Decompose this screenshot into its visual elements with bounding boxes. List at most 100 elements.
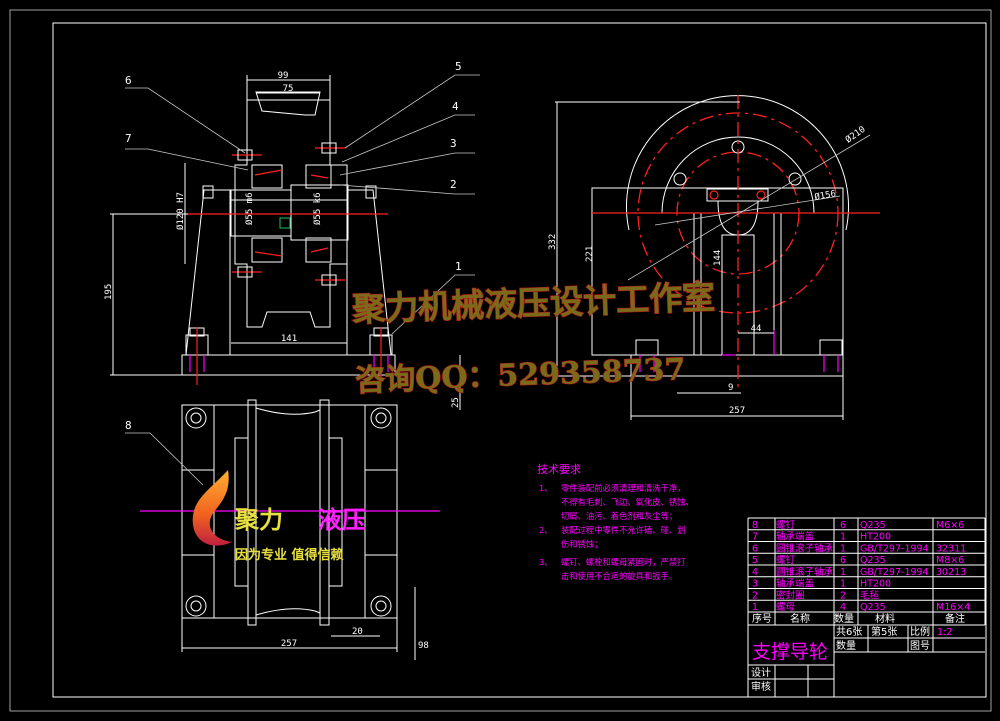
- bom-cell-note: M8×6: [936, 555, 964, 566]
- header-no: 序号: [752, 612, 772, 625]
- bom-cell-qty: 1: [840, 543, 846, 554]
- bom-cell-name: 轴承端盖: [776, 578, 815, 590]
- bom-cell-no: 1: [752, 602, 758, 613]
- req-1-line-1: 零件装配前必须清理和清洗干净，: [561, 483, 685, 493]
- bom-cell-name: 圆锥滚子轴承: [776, 566, 834, 578]
- part-label-1: 1: [455, 260, 462, 273]
- dim-257-side: 257: [729, 406, 745, 416]
- watermark-contact: 咨询QQ：529358737: [355, 352, 686, 399]
- req-1-num: 1、: [539, 483, 553, 493]
- bom-cell-material: Q235: [860, 555, 886, 566]
- outer-frame: [9, 9, 992, 712]
- bom-cell-material: Q235: [860, 602, 886, 613]
- bom-cell-qty: 1: [840, 567, 846, 578]
- req-2-num: 2、: [539, 525, 553, 535]
- req-2-line-1: 装配过程中零件不允许磕、碰、划: [561, 525, 685, 535]
- logo: 聚力 液压 因为专业 值得信赖: [192, 470, 366, 563]
- part-label-3: 3: [450, 137, 457, 150]
- dim-outer-dia: Ø210: [843, 124, 867, 145]
- req-1-line-2: 不得有毛刺、飞边、氧化皮、锈蚀、: [561, 497, 694, 507]
- bom-cell-note: M16×4: [936, 602, 970, 613]
- bom-cell-no: 4: [752, 567, 758, 578]
- bom-cell-qty: 6: [840, 555, 846, 566]
- req-3-num: 3、: [539, 557, 553, 567]
- bom-cell-qty: 1: [840, 579, 846, 590]
- bom-cell-name: 螺钉: [776, 520, 796, 531]
- part-label-8: 8: [125, 419, 132, 432]
- drawing-no-label: 图号: [910, 640, 930, 652]
- bom-cell-note: M6×6: [936, 520, 964, 531]
- dim-25: 25: [451, 397, 461, 408]
- dim-shaft-right: Ø55 k6: [312, 192, 323, 225]
- part-label-2: 2: [450, 178, 457, 191]
- logo-brand-2: 液压: [318, 506, 366, 534]
- part-label-5: 5: [455, 60, 462, 73]
- bom-cell-no: 6: [752, 543, 758, 554]
- req-3-line-2: 击和使用不合适的旋具和扳手。: [561, 571, 677, 581]
- dim-141: 141: [281, 334, 297, 344]
- dim-shaft-left: Ø55 m6: [244, 192, 255, 225]
- bom-cell-no: 2: [752, 590, 758, 601]
- scale-label: 比例: [910, 625, 930, 638]
- logo-slogan: 因为专业 值得信赖: [235, 547, 344, 563]
- dim-144: 144: [713, 250, 723, 266]
- watermark: 聚力机械液压设计工作室 咨询QQ：529358737: [350, 277, 716, 400]
- dim-bore: Ø120 H7: [175, 192, 186, 230]
- title-block: 序号 名称 数量 材料 备注 支撑导轮 共6张 第5张 比例 1:2 数量 图号…: [747, 517, 985, 697]
- header-material: 材料: [875, 612, 895, 625]
- part-label-6: 6: [125, 74, 132, 87]
- part-label-7: 7: [125, 132, 132, 145]
- req-3-line-1: 螺钉、螺栓和螺母紧固时，严禁打: [561, 557, 685, 567]
- drawing-title: 支撑导轮: [752, 641, 828, 663]
- bom-cell-note: 30213: [936, 567, 966, 578]
- bom-cell-name: 螺钉: [776, 555, 796, 566]
- bom-cell-name: 圆锥滚子轴承: [776, 542, 834, 554]
- bom-cell-material: GB/T297-1994: [860, 567, 929, 578]
- dim-257-top: 257: [281, 639, 297, 649]
- dim-99: 99: [278, 71, 289, 81]
- bom-cell-no: 8: [752, 520, 758, 531]
- technical-requirements: 技术要求 1、 零件装配前必须清理和清洗干净， 不得有毛刺、飞边、氧化皮、锈蚀、…: [537, 463, 694, 581]
- bom-cell-qty: 6: [840, 520, 846, 531]
- dim-20: 20: [352, 627, 363, 637]
- watermark-studio: 聚力机械液压设计工作室: [351, 277, 716, 329]
- bom-cell-no: 7: [752, 532, 758, 543]
- bom-cell-name: 轴承端盖: [776, 531, 815, 543]
- bom-cell-name: 螺母: [776, 602, 795, 613]
- dim-195: 195: [104, 284, 114, 300]
- part-label-4: 4: [452, 100, 459, 113]
- dim-75: 75: [283, 84, 294, 94]
- bom-cell-material: HT200: [860, 532, 891, 543]
- bom-cell-qty: 2: [840, 590, 846, 601]
- header-name: 名称: [790, 612, 810, 625]
- header-note: 备注: [945, 612, 965, 625]
- sheets-total: 共6张: [836, 626, 862, 638]
- bom-cell-qty: 4: [840, 602, 846, 613]
- logo-brand-1: 聚力: [234, 506, 283, 534]
- bom-cell-no: 3: [752, 579, 758, 590]
- bom-cell-qty: 1: [840, 532, 846, 543]
- qty-label: 数量: [836, 639, 856, 652]
- bom-cell-material: GB/T297-1994: [860, 543, 929, 554]
- bom-cell-note: 32311: [936, 543, 966, 554]
- bom-cell-no: 5: [752, 555, 758, 566]
- top-view: 257 20 98 8: [125, 399, 440, 660]
- bom-cell-material: HT200: [860, 579, 891, 590]
- sheet-no: 第5张: [871, 625, 897, 638]
- designer-label: 设计: [751, 666, 771, 679]
- inner-frame: [52, 22, 987, 698]
- bom-cell-material: Q235: [860, 520, 886, 531]
- dim-44: 44: [751, 324, 762, 334]
- side-view: 332 221 144 44 9 257 Ø210 Ø156: [548, 95, 880, 420]
- dim-bolt-circle: Ø156: [814, 188, 837, 203]
- req-2-line-2: 伤和锈蚀；: [561, 539, 603, 549]
- scale-value: 1:2: [937, 627, 952, 638]
- dim-98: 98: [418, 641, 429, 651]
- reviewer-label: 审核: [751, 680, 771, 693]
- front-section-view: 99 75 Ø120 H7 Ø55 m6 Ø55 k6 141 195 25 6…: [104, 60, 480, 410]
- bom-cell-name: 密封圈: [776, 589, 805, 601]
- dim-9: 9: [728, 383, 733, 393]
- flame-icon: [192, 470, 232, 546]
